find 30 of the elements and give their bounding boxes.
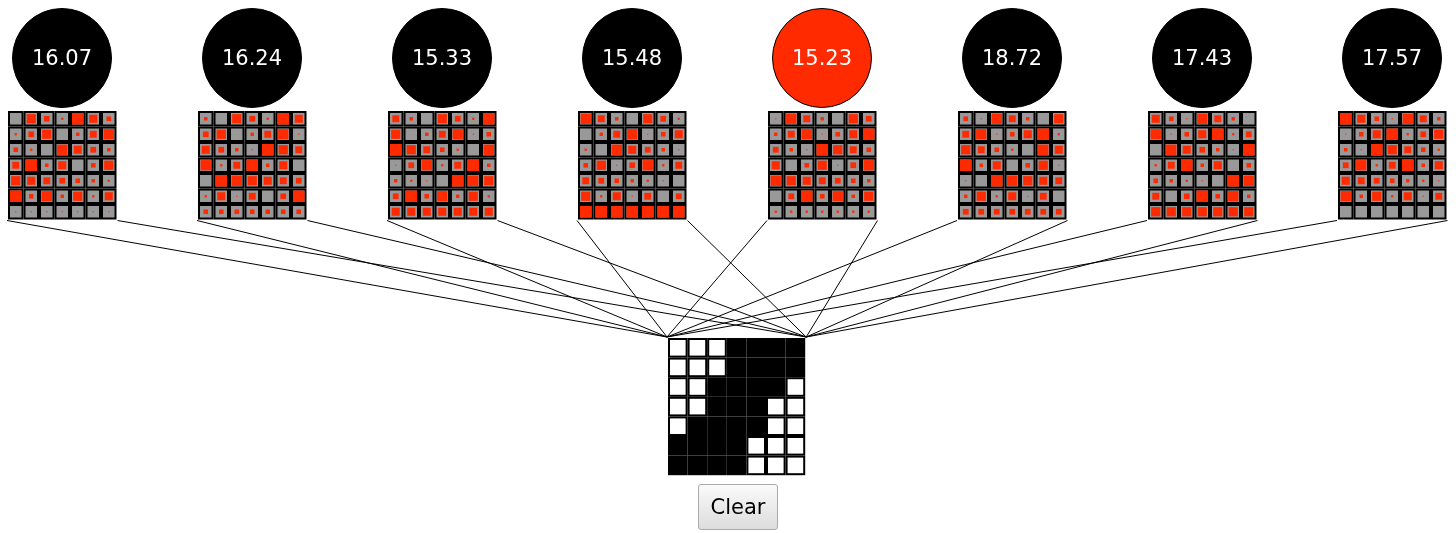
connection-line xyxy=(196,220,668,338)
connection-line xyxy=(386,220,668,338)
connection-line xyxy=(117,220,807,338)
value-text: 17.57 xyxy=(1361,46,1423,70)
weight-grid xyxy=(957,110,1068,221)
value-text: 17.43 xyxy=(1171,46,1233,70)
value-text: 18.72 xyxy=(981,46,1043,70)
connection-line xyxy=(666,220,958,338)
value-text: 15.23 xyxy=(791,46,853,70)
value-text: 16.24 xyxy=(221,46,283,70)
connection-line xyxy=(805,220,878,338)
weight-grid xyxy=(7,110,118,221)
value-text: 16.07 xyxy=(31,46,93,70)
value-text: 15.33 xyxy=(411,46,473,70)
weight-grid xyxy=(577,110,688,221)
connection-line xyxy=(666,220,1338,338)
weight-grid xyxy=(767,110,878,221)
input-pixel-grid xyxy=(667,337,807,477)
weight-grid xyxy=(197,110,308,221)
weight-grid xyxy=(387,110,498,221)
weight-grid xyxy=(1337,110,1448,221)
connection-line xyxy=(687,220,807,338)
weight-grid xyxy=(1147,110,1258,221)
connection-line xyxy=(497,220,807,338)
clear-button: Clear xyxy=(698,484,778,530)
connection-line xyxy=(805,220,1068,338)
connection-line xyxy=(805,220,1448,338)
connection-line xyxy=(576,220,668,338)
connection-line xyxy=(666,220,768,338)
value-text: 15.48 xyxy=(601,46,663,70)
